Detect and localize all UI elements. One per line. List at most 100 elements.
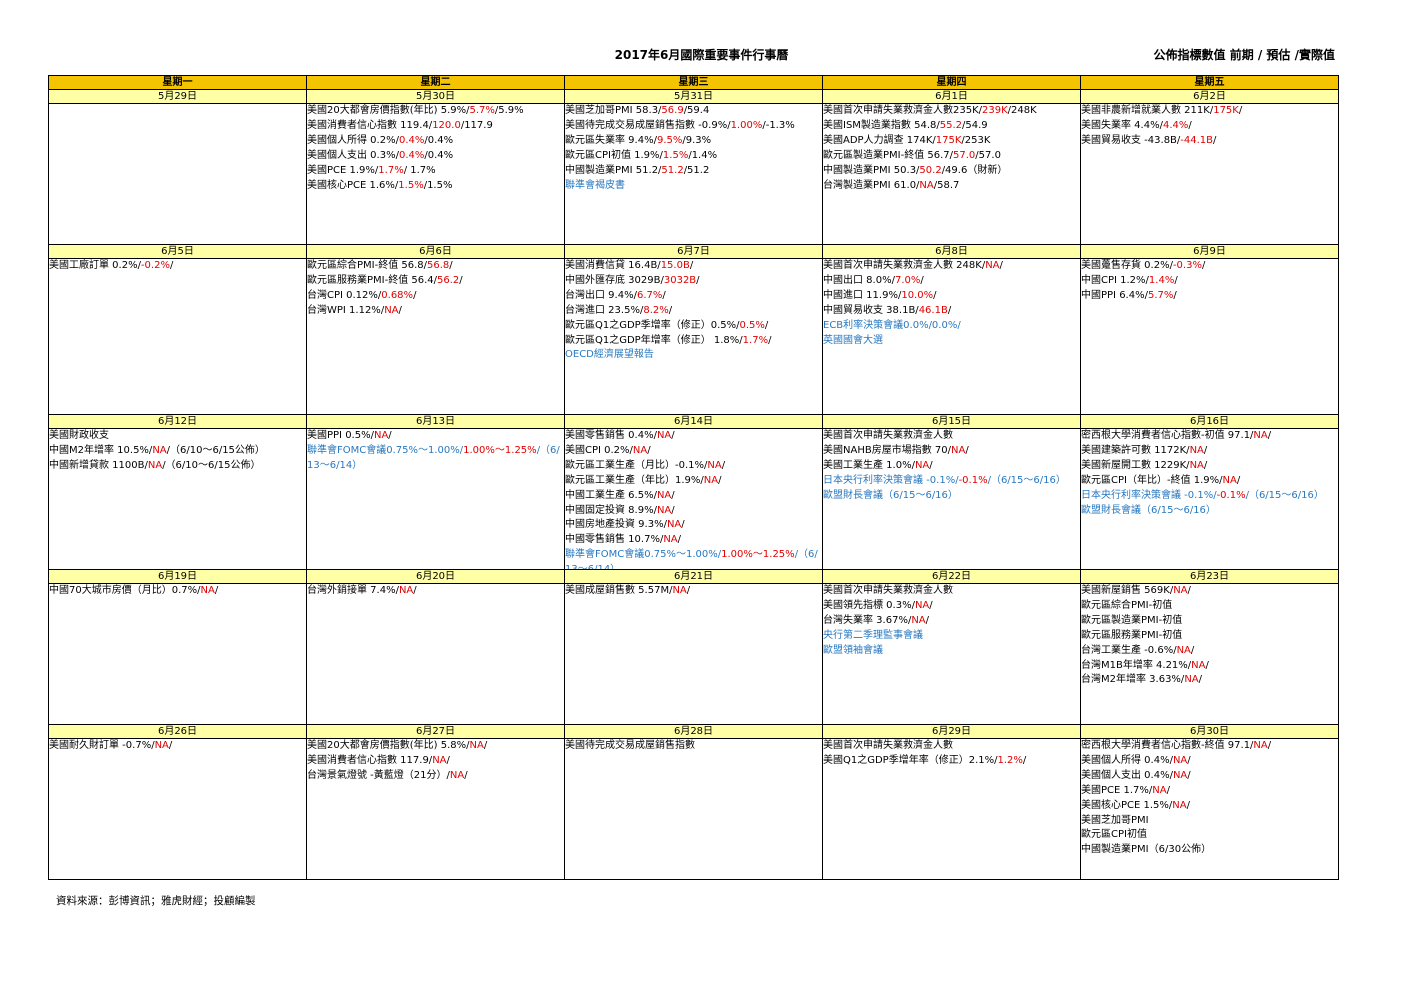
event-text-segment: /57.0	[975, 149, 1001, 161]
day-events-cell: 台灣外銷接單 7.4%/NA/	[306, 583, 565, 725]
event-text-segment: 175K	[935, 134, 962, 146]
event-item: 美國個人支出 0.3%/0.4%/0.4%	[307, 149, 564, 164]
day-events-cell: 美國消費信貸 16.4B/15.0B/中國外匯存底 3029B/3032B/台灣…	[564, 258, 823, 415]
event-text-segment: 中國零售銷售 10.7%/	[565, 534, 664, 546]
event-item: 台灣失業率 3.67%/NA/	[824, 614, 1080, 629]
event-item: 美國首次申請失業救濟金人數	[824, 430, 1080, 444]
event-text-segment: /	[1238, 105, 1243, 116]
event-text-segment: 歐元區失業率 9.4%/	[565, 134, 657, 146]
event-text-segment: 歐元區製造業PMI-終值 56.7/	[823, 149, 954, 161]
event-text-segment: 歐盟財長會議（6/15～6/16）	[823, 489, 958, 501]
event-text-segment: NA	[914, 599, 930, 611]
date-cell: 6月7日	[564, 244, 823, 259]
event-text-segment: 聯準會FOMC會議0.75%～1.00%/	[307, 444, 464, 456]
event-text-segment: NA	[1172, 769, 1188, 781]
event-text-segment: NA	[656, 430, 672, 441]
event-text-segment: 歐元區CPI初值 1.9%/	[565, 149, 663, 161]
event-text-segment: 美國消費信貸 16.4B/	[565, 260, 661, 271]
event-text-segment: -0.2%	[140, 260, 170, 271]
event-text-segment: 歐元區綜合PMI-終值 56.8/	[307, 260, 428, 271]
date-cell: 6月30日	[1080, 724, 1339, 739]
event-text-segment: 密西根大學消費者信心指數-初值 97.1/	[1081, 430, 1254, 441]
event-item: 美國領先指標 0.3%/NA/	[824, 599, 1080, 614]
event-text-segment: 歐元區製造業PMI-初值	[1081, 614, 1183, 626]
weekday-tuesday: 星期二	[306, 75, 565, 90]
date-cell: 6月2日	[1080, 89, 1339, 104]
weekday-wednesday: 星期三	[564, 75, 823, 90]
event-item: 美國PPI 0.5%/NA/	[308, 430, 564, 444]
event-text-segment: /	[933, 289, 937, 301]
event-text-segment: /	[686, 585, 691, 596]
event-text-segment: NA	[1184, 674, 1199, 686]
event-text-segment: 56.9	[661, 105, 684, 116]
weekday-friday: 星期五	[1080, 75, 1339, 90]
event-text-segment: 1.5%	[398, 179, 424, 191]
event-text-segment: 1.00%～1.25%	[721, 549, 795, 561]
event-text-segment: NA	[703, 474, 719, 486]
event-item: 美國NAHB房屋市場指數 70/NA/	[824, 444, 1080, 459]
event-text-segment: NA	[663, 534, 678, 546]
event-text-segment: 央行第二季理監事會議	[823, 629, 924, 641]
event-item: 美國芝加哥PMI	[1082, 814, 1338, 829]
event-text-segment: 美國零售銷售 0.4%/	[565, 430, 657, 441]
event-text-segment: 中國外匯存底 3029B/	[565, 274, 664, 286]
event-text-segment: 1.4%	[1148, 274, 1175, 286]
date-cell: 6月19日	[48, 569, 307, 584]
date-cell: 6月14日	[564, 414, 823, 429]
event-text-segment: 美國個人支出 0.3%/	[307, 149, 399, 161]
event-text-segment: 中國工業生產 6.5%/	[565, 489, 657, 501]
event-text-segment: 台灣M2年增率 3.63%/	[1081, 674, 1185, 686]
event-text-segment: 8.2%	[643, 304, 669, 316]
event-item: 中國M2年增率 10.5%/NA/（6/10～6/15公佈）	[50, 444, 306, 459]
event-text-segment: 239K	[982, 105, 1008, 116]
event-text-segment: 歐元區工業生產（月比）-0.1%/	[565, 459, 708, 471]
event-text-segment: /	[1267, 740, 1272, 751]
event-item: 中國出口 8.0%/7.0%/	[824, 274, 1080, 289]
event-text-segment: NA	[384, 304, 399, 316]
event-text-segment: 中國固定投資 8.9%/	[565, 504, 657, 516]
event-text-segment: 台灣出口 9.4%/	[565, 289, 637, 301]
event-item: 聯準會褐皮書	[566, 179, 822, 194]
event-text-segment: 美國ISM製造業指數 54.8/	[823, 119, 940, 131]
event-text-segment: /	[1166, 784, 1170, 796]
day-events-cell: 美國新屋銷售 569K/NA/歐元區綜合PMI-初值歐元區製造業PMI-初值歐元…	[1080, 583, 1339, 725]
date-cell: 6月12日	[48, 414, 307, 429]
event-text-segment: /	[214, 585, 219, 596]
event-text-segment: /	[721, 459, 726, 471]
event-text-segment: 46.1B	[918, 304, 948, 316]
event-text-segment: NA	[1253, 430, 1268, 441]
event-text-segment: 56.8	[427, 260, 450, 271]
event-item: 聯準會FOMC會議0.75%～1.00%/1.00%～1.25%/（6/13～6…	[307, 444, 564, 474]
events-row: 美國耐久財訂單 -0.7%/NA/美國20大都會房價指數(年比) 5.8%/NA…	[48, 738, 1339, 880]
date-cell: 6月21日	[564, 569, 823, 584]
event-text-segment: 美國工業生產 1.0%/	[823, 459, 915, 471]
event-text-segment: NA	[449, 769, 465, 781]
event-text-segment: 美國20大都會房價指數(年比) 5.8%/	[307, 740, 470, 751]
event-text-segment: 4.4%	[1162, 119, 1189, 131]
event-text-segment: 美國個人支出 0.4%/	[1081, 769, 1173, 781]
event-text-segment: /	[1190, 644, 1195, 656]
event-item: 歐元區製造業PMI-終值 56.7/57.0/57.0	[823, 149, 1080, 164]
event-item: 美國個人所得 0.4%/NA/	[1082, 754, 1338, 769]
event-text-segment: 美國20大都會房價指數(年比) 5.9%/	[307, 105, 470, 116]
day-events-cell: 美國首次申請失業救濟金人數美國NAHB房屋市場指數 70/NA/美國工業生產 1…	[822, 428, 1081, 570]
event-text-segment: /	[965, 444, 969, 456]
event-text-segment: 歐元區服務業PMI-終值 56.4/	[307, 274, 438, 286]
event-item: 美國新屋開工數 1229K/NA/	[1082, 459, 1338, 474]
event-text-segment: /	[681, 519, 685, 531]
event-text-segment: -0.3%	[1172, 260, 1202, 271]
event-text-segment: 美國消費者信心指數 117.9/	[307, 754, 433, 766]
event-item: 歐盟領袖會議	[824, 644, 1080, 659]
day-events-cell: 美國工廠訂單 0.2%/-0.2%/	[48, 258, 307, 415]
event-item: 美國零售銷售 0.4%/NA/	[565, 430, 822, 444]
event-text-segment: 中國PPI 6.4%/	[1081, 289, 1148, 301]
event-text-segment: 7.0%	[894, 274, 921, 286]
event-text-segment: 美國PCE 1.9%/	[307, 164, 379, 176]
event-item: 美國20大都會房價指數(年比) 5.9%/5.7%/5.9%	[307, 105, 564, 119]
event-item: 美國消費者信心指數 119.4/120.0/117.9	[308, 119, 564, 134]
event-text-segment: /	[1198, 674, 1203, 686]
